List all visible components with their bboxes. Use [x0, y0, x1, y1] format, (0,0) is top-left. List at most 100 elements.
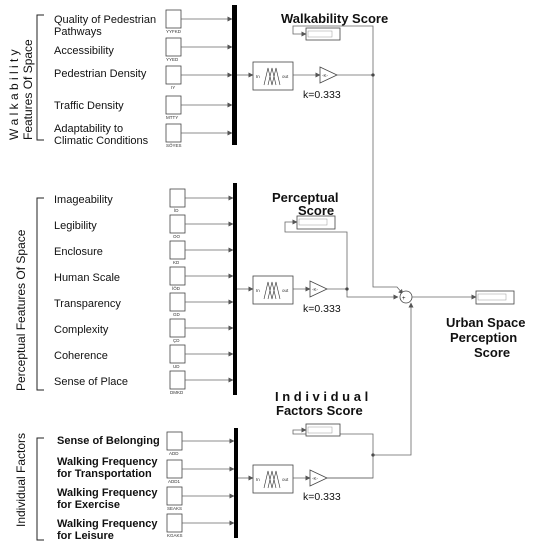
walkability-group: W a l k a b i l i t y Features Of Space …	[7, 5, 404, 295]
individual-input-2-label-line1: Walking Frequency	[57, 456, 158, 468]
walkability-input-2-tag: YYED	[166, 57, 179, 62]
individual-fuzzy-block[interactable]: In out	[252, 464, 294, 494]
perceptual-fuzzy-block[interactable]: In out	[252, 275, 294, 305]
individual-score-display[interactable]	[305, 423, 341, 437]
perceptual-input-4-tag: İÖD	[172, 285, 181, 291]
individual-input-3-block[interactable]	[166, 486, 183, 506]
individual-input-3-label-line1: Walking Frequency	[57, 487, 158, 499]
individual-input-1-tag: ADD	[169, 451, 179, 456]
individual-input-2-tag: ADD1	[168, 479, 181, 484]
walkability-gain-symbol: -K-	[322, 73, 329, 78]
walkability-input-1-label-line2: Pathways	[54, 26, 102, 38]
urban-space-perception-score-display[interactable]	[475, 290, 515, 305]
perceptual-input-3-block[interactable]	[169, 240, 186, 260]
walkability-input-3-tag: IY	[171, 85, 175, 90]
walkability-input-5-label-line2: Climatic Conditions	[54, 135, 149, 147]
perceptual-input-3-tag: KD	[173, 260, 180, 265]
perceptual-input-6-tag: ÇD	[173, 338, 180, 343]
individual-score-title-line1: I n d i v i d u a l	[275, 389, 368, 404]
perceptual-input-1-block[interactable]	[169, 188, 186, 208]
walkability-input-3-block[interactable]	[165, 65, 182, 85]
perceptual-mux-bar[interactable]	[233, 183, 237, 395]
perceptual-gain-block[interactable]: -K-	[309, 280, 328, 298]
perceptual-input-7-block[interactable]	[169, 344, 186, 364]
individual-input-4-tag: KGAKS	[167, 533, 183, 538]
walkability-group-bracket	[36, 14, 44, 141]
walkability-gain-block[interactable]: -K-	[319, 66, 338, 84]
walkability-input-5-label-line1: Adaptability to	[54, 123, 123, 135]
individual-input-4-label-line1: Walking Frequency	[57, 518, 158, 530]
individual-score-title-line2: Factors Score	[276, 403, 363, 418]
walkability-input-1-label-line1: Quality of Pedestrian	[54, 14, 156, 26]
individual-input-3-tag: SEAKS	[167, 506, 182, 511]
perceptual-input-2-block[interactable]	[169, 214, 186, 234]
walkability-mux-bar[interactable]	[232, 5, 237, 145]
individual-group: Individual Factors Sense of Belonging Wa…	[14, 302, 414, 542]
perceptual-input-8-label: Sense of Place	[54, 376, 128, 388]
walkability-input-2-label: Accessibility	[54, 45, 114, 57]
perceptual-input-1-label: Imageability	[54, 194, 113, 206]
walkability-fuzzy-in-label: In	[256, 74, 260, 79]
individual-input-3-label-line2: for Exercise	[57, 499, 120, 511]
walkability-gain-value: k=0.333	[303, 89, 341, 101]
perceptual-membership-curve	[263, 281, 281, 300]
walkability-section-title-line1: W a l k a b i l i t y	[7, 49, 21, 140]
perceptual-input-7-tag: UD	[173, 364, 180, 369]
walkability-input-2-block[interactable]	[165, 37, 182, 57]
individual-membership-curve	[263, 470, 281, 489]
walkability-fuzzy-block[interactable]: In out	[252, 61, 294, 91]
walkability-input-5-block[interactable]	[165, 123, 182, 143]
perceptual-input-6-block[interactable]	[169, 318, 186, 338]
walkability-membership-curve	[263, 67, 281, 86]
individual-input-4-label-line2: for Leisure	[57, 530, 114, 542]
perceptual-input-3-label: Enclosure	[54, 246, 103, 258]
perceptual-fuzzy-in-label: In	[256, 288, 260, 293]
perceptual-group: Perceptual Features Of Space Imageabilit…	[14, 183, 399, 395]
svg-text:+: +	[402, 296, 406, 302]
individual-mux-bar[interactable]	[234, 428, 238, 538]
perceptual-gain-value: k=0.333	[303, 303, 341, 315]
perceptual-fuzzy-out-label: out	[282, 288, 289, 293]
individual-input-1-label: Sense of Belonging	[57, 435, 160, 447]
walkability-input-4-block[interactable]	[165, 95, 182, 115]
perceptual-input-8-tag: DMKD	[170, 390, 184, 395]
walkability-input-5-tag: SÖYES	[166, 142, 182, 148]
perceptual-input-1-tag: İD	[174, 207, 179, 213]
individual-gain-symbol: -K-	[312, 476, 319, 481]
perceptual-input-5-tag: GD	[173, 312, 181, 317]
perceptual-group-bracket	[36, 197, 44, 391]
individual-fuzzy-in-label: In	[256, 477, 260, 482]
walkability-section-title-line2: Features Of Space	[21, 39, 35, 140]
walkability-score-title: Walkability Score	[281, 11, 388, 26]
individual-input-4-block[interactable]	[166, 513, 183, 533]
individual-section-title: Individual Factors	[14, 433, 28, 527]
individual-input-1-block[interactable]	[166, 431, 183, 451]
individual-group-bracket	[36, 437, 44, 541]
walkability-input-3-label: Pedestrian Density	[54, 68, 147, 80]
walkability-input-1-tag: YYFKD	[166, 29, 182, 34]
walkability-score-display[interactable]	[305, 27, 341, 41]
perceptual-section-title: Perceptual Features Of Space	[14, 229, 28, 391]
perceptual-score-title-line1: Perceptual	[272, 190, 338, 205]
walkability-input-4-label: Traffic Density	[54, 100, 124, 112]
individual-gain-value: k=0.333	[303, 491, 341, 503]
individual-gain-block[interactable]: -K-	[309, 469, 328, 487]
output-title-line2: Perception	[450, 330, 517, 345]
perceptual-score-display[interactable]	[296, 215, 336, 230]
walkability-input-1-block[interactable]	[165, 9, 182, 29]
walkability-input-4-tag: MTTY	[166, 115, 178, 120]
perceptual-input-4-label: Human Scale	[54, 272, 120, 284]
perceptual-input-2-label: Legibility	[54, 220, 97, 232]
sum-block[interactable]: +	[399, 290, 413, 304]
perceptual-input-5-label: Transparency	[54, 298, 121, 310]
individual-input-2-block[interactable]	[166, 459, 183, 479]
output-title-line1: Urban Space	[446, 315, 525, 330]
perceptual-input-5-block[interactable]	[169, 292, 186, 312]
output-title-line3: Score	[474, 345, 510, 360]
perceptual-input-8-block[interactable]	[169, 370, 186, 390]
individual-fuzzy-out-label: out	[282, 477, 289, 482]
perceptual-input-4-block[interactable]	[169, 266, 186, 286]
perceptual-gain-symbol: -K-	[312, 287, 319, 292]
perceptual-input-2-tag: OO	[173, 234, 181, 239]
